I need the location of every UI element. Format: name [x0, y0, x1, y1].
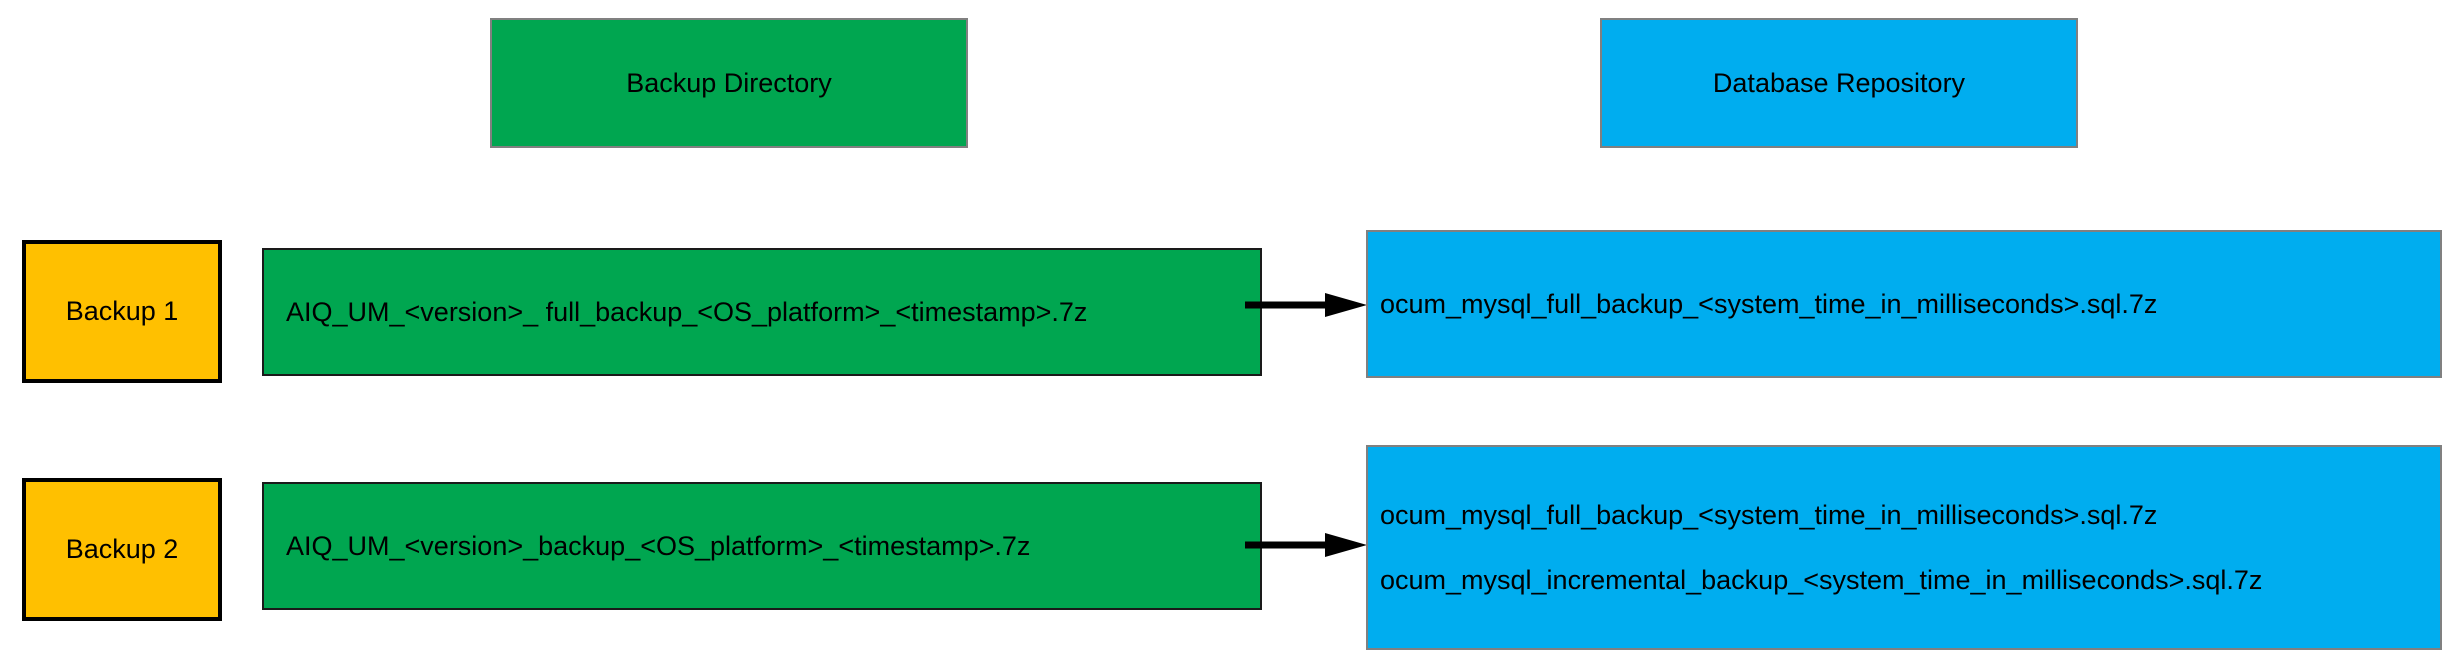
- right-arrow-icon-backup-1: [1245, 293, 1370, 317]
- source-file-box-backup-1: AIQ_UM_<version>_ full_backup_<OS_platfo…: [262, 248, 1262, 376]
- right-arrow-icon-backup-2: [1245, 533, 1370, 557]
- target-file-name-backup-2-line-2: ocum_mysql_incremental_backup_<system_ti…: [1380, 564, 2263, 595]
- row-label-backup-1: Backup 1: [22, 240, 222, 383]
- target-file-box-backup-2: ocum_mysql_full_backup_<system_time_in_m…: [1366, 445, 2442, 650]
- source-file-name-backup-1: AIQ_UM_<version>_ full_backup_<OS_platfo…: [286, 296, 1088, 327]
- column-header-database-repository-label: Database Repository: [1712, 67, 1966, 98]
- column-header-backup-directory: Backup Directory: [490, 18, 968, 148]
- row-label-backup-2-text: Backup 2: [65, 534, 179, 565]
- source-file-name-backup-2: AIQ_UM_<version>_backup_<OS_platform>_<t…: [286, 530, 1031, 561]
- row-label-backup-2: Backup 2: [22, 478, 222, 621]
- column-header-database-repository: Database Repository: [1600, 18, 2078, 148]
- target-file-name-backup-1-line-1: ocum_mysql_full_backup_<system_time_in_m…: [1380, 288, 2158, 319]
- column-header-backup-directory-label: Backup Directory: [626, 67, 832, 98]
- source-file-box-backup-2: AIQ_UM_<version>_backup_<OS_platform>_<t…: [262, 482, 1262, 610]
- target-file-box-backup-1: ocum_mysql_full_backup_<system_time_in_m…: [1366, 230, 2442, 378]
- target-file-name-backup-2-line-1: ocum_mysql_full_backup_<system_time_in_m…: [1380, 500, 2158, 531]
- row-label-backup-1-text: Backup 1: [65, 296, 179, 327]
